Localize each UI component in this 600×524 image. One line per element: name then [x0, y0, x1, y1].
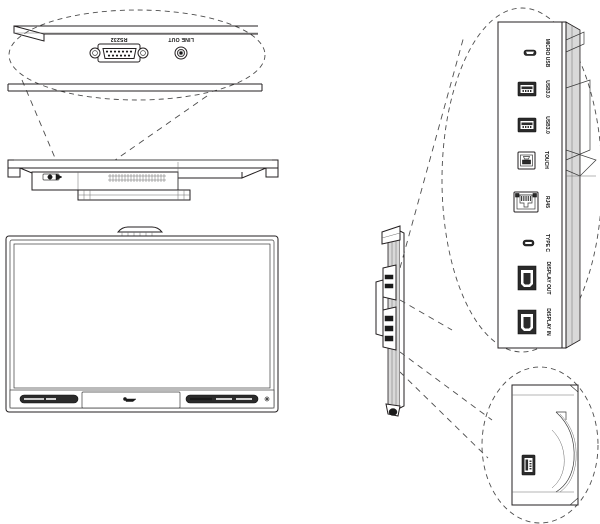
side-detail-bracket-3 [565, 149, 597, 177]
side-detail-bracket-2 [565, 79, 591, 161]
leader-line-top-right [107, 95, 208, 166]
label-rs232: RS232 [111, 36, 128, 42]
bottom-edge-view [7, 159, 279, 201]
top-edge-detail-callout [7, 9, 266, 166]
label-display-out: DISPLAY OUT [545, 261, 551, 294]
leader-line-top-left [21, 79, 59, 166]
port-usb-side [521, 454, 536, 476]
side-mount-tab [375, 279, 384, 337]
micro-usb-tongue [526, 51, 534, 54]
front-control-panel[interactable] [81, 391, 181, 409]
port-type-c [522, 239, 535, 247]
top-edge-detail-body [7, 25, 263, 92]
side-profile-view [375, 225, 405, 417]
side-recess-port-b [384, 283, 394, 289]
usb-side-contacts [529, 460, 532, 470]
edge-vent-hatch [108, 174, 166, 182]
rs232-screw-right-inner [140, 50, 146, 56]
callout-ellipse-lower [481, 366, 599, 524]
edge-cap-right [265, 160, 279, 178]
port-micro-usb [523, 49, 537, 56]
label-type-c: TYPE C [544, 234, 550, 252]
lower-detail-tab [556, 411, 567, 420]
side-top-block-hair [381, 232, 401, 239]
rj45-led-left [515, 193, 520, 198]
lower-side-detail-callout [399, 351, 599, 524]
detail-edge-corner [13, 25, 45, 42]
front-power-indicator-dot [265, 397, 269, 401]
usb30-1-contacts [522, 90, 532, 92]
callout-ellipse-top [8, 9, 266, 101]
side-recess-port-d [384, 325, 394, 332]
touch-tongue [522, 159, 531, 165]
port-usb30-2 [517, 117, 537, 133]
rs232-pins [105, 50, 133, 57]
port-line-out [174, 46, 188, 60]
leader-line-side-top [399, 35, 465, 269]
side-top-block [381, 225, 401, 245]
label-line-out: LINE OUT [167, 36, 193, 42]
port-usb30-1 [517, 81, 537, 97]
port-display-in [517, 309, 537, 335]
port-display-out [517, 265, 537, 291]
label-touch: TOUCH [543, 151, 549, 169]
port-touch [517, 151, 536, 170]
rj45-contacts [521, 196, 531, 201]
line-out-hole [179, 51, 183, 55]
edge-port-rs232-dot [47, 174, 53, 180]
display-out-tongue [523, 273, 531, 285]
side-recess-port-a [384, 274, 394, 280]
display-in-tongue [523, 317, 531, 329]
edge-cap-left [7, 160, 21, 178]
label-micro-usb: MICRO USB [544, 39, 550, 68]
leader-line-lower-top [399, 351, 493, 421]
lower-detail-curve-1 [555, 411, 575, 493]
side-port-detail-callout [399, 7, 600, 353]
port-rs232 [89, 43, 149, 63]
usb-side-cavity [524, 458, 533, 472]
touch-key [522, 156, 531, 160]
usb30-1-tongue [521, 86, 533, 90]
front-speaker-right [185, 394, 259, 404]
front-speaker-left [19, 394, 79, 404]
label-rj45: RJ45 [544, 196, 550, 208]
front-control-dot[interactable] [123, 397, 127, 401]
side-recess-port-e [384, 335, 394, 342]
side-detail-panel [497, 21, 563, 349]
side-body-face [399, 230, 405, 409]
usb30-2-contacts [522, 126, 532, 128]
edge-port-cluster [42, 173, 63, 181]
label-usb30-2: USB3.0 [544, 116, 550, 134]
front-control-button[interactable] [125, 398, 137, 402]
front-screen [13, 243, 271, 389]
lower-detail-curve-3 [551, 429, 565, 489]
callout-ellipse-side [441, 7, 600, 353]
leader-line-lower-bottom [399, 371, 489, 459]
side-detail-bracket-1 [565, 31, 585, 53]
label-display-in: DISPLAY IN [545, 308, 551, 336]
side-detail-body [497, 21, 597, 349]
usb30-2-tongue [521, 122, 533, 126]
label-usb30-1: USB3.0 [544, 80, 550, 98]
front-camera-housing [116, 226, 164, 233]
side-recess-port-c [384, 315, 394, 322]
rj45-led-right [532, 193, 537, 198]
port-rj45 [513, 191, 539, 213]
front-view [5, 226, 279, 413]
rs232-screw-left-inner [92, 50, 98, 56]
usb-side-tongue [525, 459, 529, 471]
type-c-tongue [525, 242, 532, 244]
lower-detail-edge [569, 384, 579, 506]
side-foot-pad [388, 408, 398, 416]
edge-port-marker [55, 173, 63, 181]
lower-detail-curve-2 [559, 413, 577, 493]
